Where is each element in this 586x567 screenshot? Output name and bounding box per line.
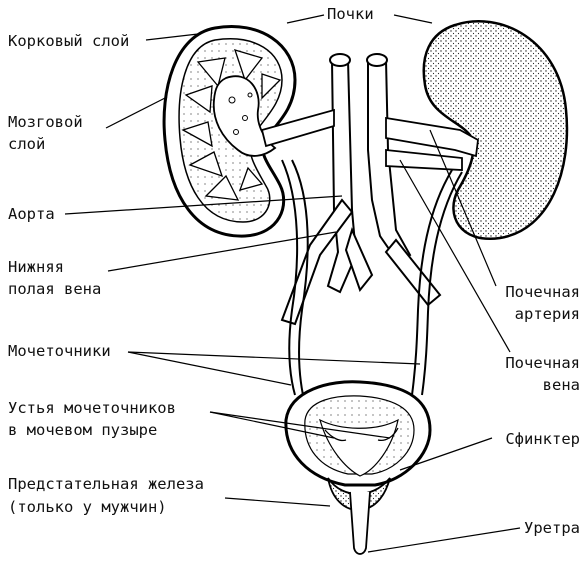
label-ivc-line2: полая вена xyxy=(8,280,102,298)
trigone xyxy=(319,418,399,477)
label-sphincter: Сфинктер xyxy=(505,430,580,448)
label-prostate-line2: (только у мужчин) xyxy=(8,498,167,516)
label-prostate-line1: Предстательная железа xyxy=(8,475,204,493)
leader-lines xyxy=(64,14,521,553)
label-ivc-line1: Нижняя xyxy=(8,258,64,276)
right-kidney xyxy=(422,20,569,241)
label-urethra: Уретра xyxy=(524,519,580,537)
label-renal-artery-line1: Почечная xyxy=(505,283,580,301)
label-medulla-line2: слой xyxy=(8,135,46,153)
label-renal-vein-line2: вена xyxy=(542,376,580,394)
renal-pelvis xyxy=(212,75,277,157)
left-kidney-section xyxy=(162,25,297,238)
bladder xyxy=(284,380,432,555)
urethra-shape xyxy=(349,491,371,555)
label-medulla-line1: Мозговой xyxy=(8,113,83,131)
label-orifices-line2: в мочевом пузыре xyxy=(8,421,158,439)
label-kidneys: Почки xyxy=(327,5,374,23)
label-orifices-line1: Устья мочеточников xyxy=(8,399,176,417)
label-ureters: Мочеточники xyxy=(8,342,111,360)
label-renal-artery-line2: артерия xyxy=(514,305,580,323)
aorta-shape xyxy=(326,53,374,294)
ureters-shape xyxy=(281,159,463,396)
label-renal-vein-line1: Почечная xyxy=(505,354,580,372)
label-aorta: Аорта xyxy=(8,205,55,223)
label-cortex: Корковый слой xyxy=(8,32,130,50)
renal-vessels xyxy=(260,108,479,171)
